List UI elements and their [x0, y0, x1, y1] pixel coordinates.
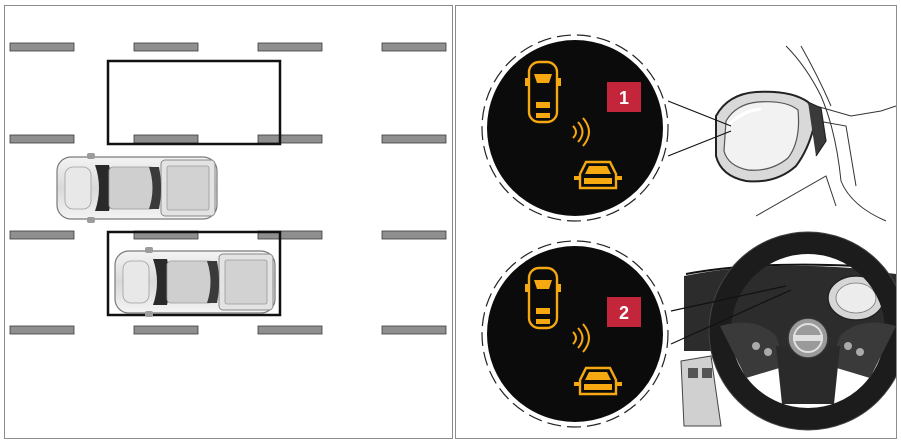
- parking-lot-diagram: [4, 5, 453, 439]
- indicator-detail-illustration: 1 2: [455, 5, 897, 439]
- lane-markers-row-3: [9, 230, 447, 240]
- svg-text:1: 1: [619, 88, 629, 108]
- indicator-circle-1: 1: [481, 34, 669, 222]
- callout-badge-1: 1: [607, 82, 641, 112]
- callout-lines: [667, 100, 792, 345]
- passing-vehicle: [56, 152, 218, 224]
- steering-wheel-icon: [680, 231, 896, 431]
- detection-zone-lower: [106, 230, 282, 317]
- host-vehicle: [114, 246, 276, 318]
- lane-markers-row-2: [9, 134, 447, 144]
- lane-markers-row-1: [9, 42, 447, 52]
- callout-badge-2: 2: [607, 297, 641, 327]
- svg-text:2: 2: [619, 303, 629, 323]
- indicator-circle-2: 2: [481, 240, 669, 428]
- detection-zone-upper: [106, 59, 282, 146]
- side-mirror-icon: [715, 45, 896, 222]
- lane-markers-row-4: [9, 325, 447, 335]
